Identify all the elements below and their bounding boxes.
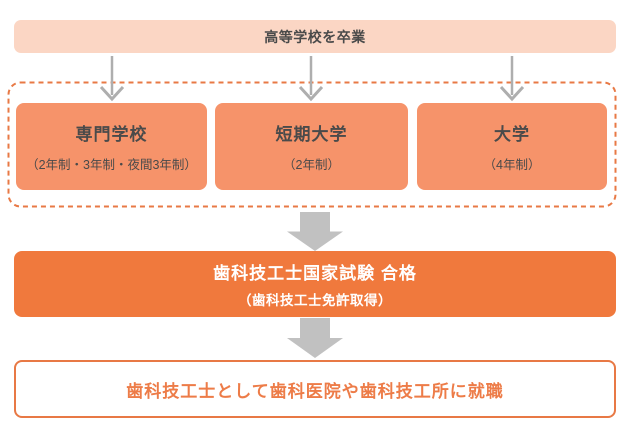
exam-node-subtitle: （歯科技工士免許取得）	[238, 293, 392, 308]
thick-down-arrow-icon	[287, 318, 343, 358]
start-node-highschool: 高等学校を卒業	[14, 20, 616, 53]
education-option-title: 大学	[494, 125, 530, 144]
education-option-subtitle: （2年制・3年制・夜間3年制）	[26, 158, 197, 172]
career-node-label: 歯科技工士として歯科医院や歯科技工所に就職	[126, 381, 504, 401]
down-arrow-icon	[298, 56, 324, 102]
education-option-university: 大学 （4年制）	[417, 103, 607, 190]
career-node-employment: 歯科技工士として歯科医院や歯科技工所に就職	[14, 360, 616, 418]
down-arrow-icon	[99, 56, 125, 102]
education-option-title: 専門学校	[75, 125, 148, 144]
exam-node-national-license: 歯科技工士国家試験 合格 （歯科技工士免許取得）	[14, 251, 616, 317]
education-option-subtitle: （2年制）	[283, 158, 340, 172]
education-option-vocational-school: 専門学校 （2年制・3年制・夜間3年制）	[16, 103, 207, 190]
education-option-junior-college: 短期大学 （2年制）	[215, 103, 408, 190]
start-node-label: 高等学校を卒業	[264, 28, 366, 45]
education-option-subtitle: （4年制）	[483, 158, 541, 172]
exam-node-title: 歯科技工士国家試験 合格	[213, 264, 417, 283]
down-arrow-icon	[499, 56, 525, 102]
thick-down-arrow-icon	[287, 212, 343, 251]
education-option-title: 短期大学	[275, 125, 348, 144]
